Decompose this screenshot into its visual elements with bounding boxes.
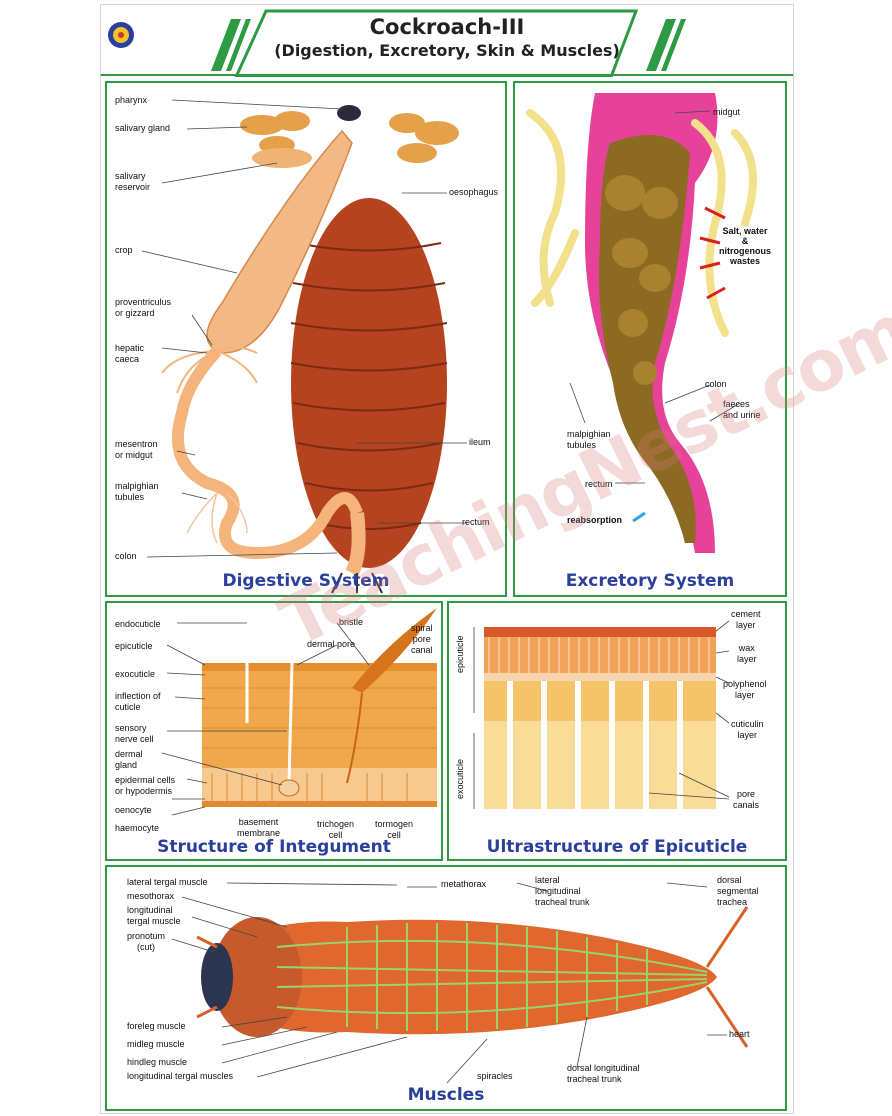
label-exocuticle: exocuticle	[115, 669, 156, 679]
label-rectum: rectum	[462, 517, 490, 527]
header-stripe-left	[211, 19, 241, 71]
muscles-diagram	[171, 882, 749, 1084]
label-dermal-gland: dermal gland	[115, 749, 143, 770]
label-ileum: ileum	[469, 437, 491, 447]
label-lateral-longitudinal: lateral longitudinal tracheal trunk	[535, 875, 590, 907]
integument-panel: endocuticle epicuticle exocuticle inflec…	[105, 601, 443, 861]
label-basement-membrane: basement membrane	[237, 817, 281, 838]
label-dermal-pore: dermal pore	[307, 639, 356, 649]
label-sensory-nerve: sensory nerve cell	[115, 723, 154, 744]
chart-sheet: Cockroach-III (Digestion, Excretory, Ski…	[100, 4, 892, 1114]
label-crop: crop	[115, 245, 133, 255]
epicuticle-panel: cement layer wax layer polyphenol layer …	[447, 601, 787, 861]
label-epicuticle-side: epicuticle	[455, 635, 465, 673]
epicuticle-title: Ultrastructure of Epicuticle	[486, 837, 748, 857]
muscles-title: Muscles	[407, 1085, 485, 1105]
label-trichogen: trichogen cell	[317, 819, 355, 840]
label-hindleg: hindleg muscle	[127, 1057, 188, 1067]
digestive-diagram	[141, 99, 467, 594]
label-cement-layer: cement layer	[731, 609, 761, 630]
label-polyphenol-layer: polyphenol layer	[723, 679, 767, 700]
label-oesophagus: oesophagus	[449, 187, 499, 197]
digestive-title: Digestive System	[222, 571, 390, 591]
label-lateral-tergal: lateral tergal muscle	[127, 877, 208, 887]
label-dorsal-longitudinal: dorsal longitudinal tracheal trunk	[567, 1063, 640, 1084]
label-cuticulin-layer: cuticulin layer	[731, 719, 764, 740]
label-heart: heart	[729, 1029, 750, 1039]
muscles-panel: lateral tergal muscle mesothorax longitu…	[105, 865, 787, 1111]
label-inflection: inflection of cuticle	[115, 691, 161, 712]
label-foreleg: foreleg muscle	[127, 1021, 186, 1031]
label-excretory-colon: colon	[705, 379, 727, 389]
label-midgut: midgut	[713, 107, 741, 117]
label-malpighian-tubules: malpighian tubules	[115, 481, 159, 502]
excretory-diagram	[526, 93, 757, 553]
label-reabsorption: reabsorption	[567, 515, 623, 525]
label-faeces-urine: faeces and urine	[723, 399, 761, 420]
label-hepatic-caeca: hepatic caeca	[115, 343, 145, 364]
label-pore-canals: pore canals	[733, 789, 760, 810]
label-midleg: midleg muscle	[127, 1039, 185, 1049]
label-tormogen: tormogen cell	[375, 819, 414, 840]
label-excretory-malpighian: malpighian tubules	[567, 429, 611, 450]
page-subtitle: (Digestion, Excretory, Skin & Muscles)	[274, 41, 620, 60]
label-epidermal-cells: epidermal cells or hypodermis	[115, 775, 176, 796]
label-spiracles: spiracles	[477, 1071, 513, 1081]
label-gizzard: proventriculus or gizzard	[115, 297, 172, 318]
label-pronotum: pronotum (cut)	[127, 931, 166, 952]
excretory-title: Excretory System	[565, 571, 735, 591]
label-pharynx: pharynx	[115, 95, 148, 105]
digestive-panel: pharynx salivary gland salivary reservoi…	[105, 81, 507, 597]
label-salivary-reservoir: salivary reservoir	[115, 171, 151, 192]
label-longitudinal-tergal: longitudinal tergal muscle	[127, 905, 181, 926]
label-exocuticle-side: exocuticle	[455, 758, 465, 799]
label-longitudinal-tergal-muscles: longitudinal tergal muscles	[127, 1071, 234, 1081]
label-spiral-pore-canal: spiral pore canal	[411, 623, 433, 655]
label-mesothorax: mesothorax	[127, 891, 175, 901]
label-salt-water-wastes: Salt, water & nitrogenous wastes	[719, 226, 771, 266]
label-metathorax: metathorax	[441, 879, 487, 889]
integument-title: Structure of Integument	[157, 837, 391, 857]
label-mesentron: mesentron or midgut	[115, 439, 158, 460]
header-graphic	[101, 9, 793, 77]
label-oenocyte: oenocyte	[115, 805, 152, 815]
integument-diagram	[161, 608, 437, 816]
header-stripe-right	[646, 19, 676, 71]
label-epicuticle: epicuticle	[115, 641, 153, 651]
epicuticle-diagram	[473, 620, 730, 809]
page-title: Cockroach-III	[369, 15, 525, 39]
label-wax-layer: wax layer	[737, 643, 757, 664]
label-salivary-gland: salivary gland	[115, 123, 171, 133]
excretory-panel: midgut Salt, water & nitrogenous wastes …	[513, 81, 787, 597]
label-dorsal-segmental: dorsal segmental trachea	[717, 875, 759, 907]
label-bristle: bristle	[339, 617, 364, 627]
label-excretory-rectum: rectum	[585, 479, 613, 489]
label-colon: colon	[115, 551, 137, 561]
label-endocuticle: endocuticle	[115, 619, 161, 629]
label-haemocyte: haemocyte	[115, 823, 160, 833]
